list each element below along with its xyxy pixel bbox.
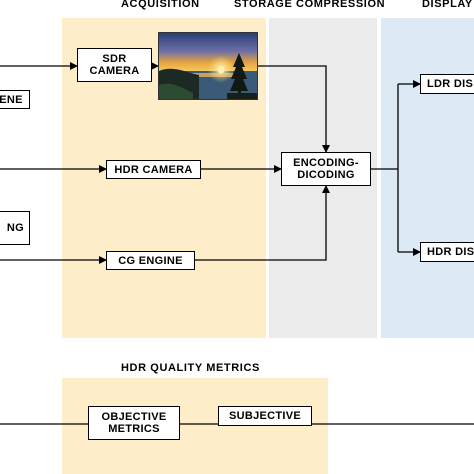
display-band: [381, 18, 474, 338]
subjective-box: SUBJECTIVE: [218, 406, 312, 426]
arrow-cg-engine-to-encoding: [195, 185, 330, 261]
display-header: DISPLAY: [422, 0, 473, 10]
encoding-decoding-box: ENCODING- DICODING: [281, 152, 371, 186]
hdr-camera-box: HDR CAMERA: [106, 160, 201, 179]
objective-metrics-box: OBJECTIVE METRICS: [88, 406, 180, 440]
cg-engine-box: CG ENGINE: [106, 251, 195, 270]
storage-compression-header: STORAGE COMPRESSION: [234, 0, 386, 10]
sdr-camera-box: SDR CAMERA: [77, 48, 152, 82]
scene-box: ENE: [0, 90, 30, 109]
sunset-photo: [158, 32, 258, 100]
ldr-display-box: LDR DIS: [420, 74, 474, 94]
quality-metrics-header: HDR QUALITY METRICS: [121, 362, 260, 374]
left-engine-box: NG: [0, 211, 30, 245]
arrow-photo-to-encoding: [258, 65, 330, 153]
acquisition-header: ACQUISITION: [121, 0, 200, 10]
hdr-display-box: HDR DIS: [420, 242, 474, 262]
